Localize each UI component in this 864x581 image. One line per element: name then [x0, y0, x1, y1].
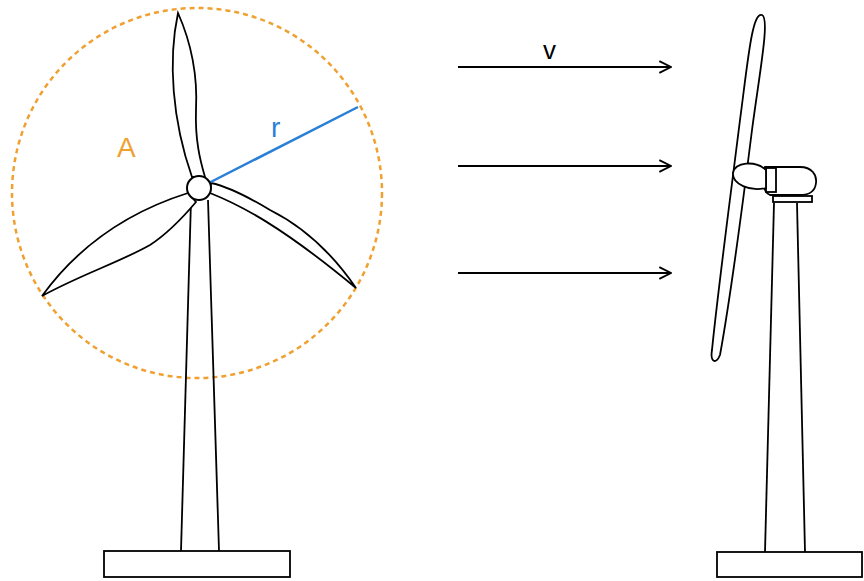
- rotor-hub: [187, 176, 211, 200]
- side-turbine: [712, 15, 862, 577]
- radius-label: r: [271, 114, 280, 142]
- front-blades: [42, 13, 356, 296]
- wind-speed-label: v: [543, 37, 556, 63]
- front-tower: [104, 200, 290, 577]
- swept-area-circle: [12, 8, 382, 378]
- area-label: A: [117, 134, 136, 162]
- wind-arrows: [458, 67, 671, 273]
- radius-line: [199, 107, 358, 188]
